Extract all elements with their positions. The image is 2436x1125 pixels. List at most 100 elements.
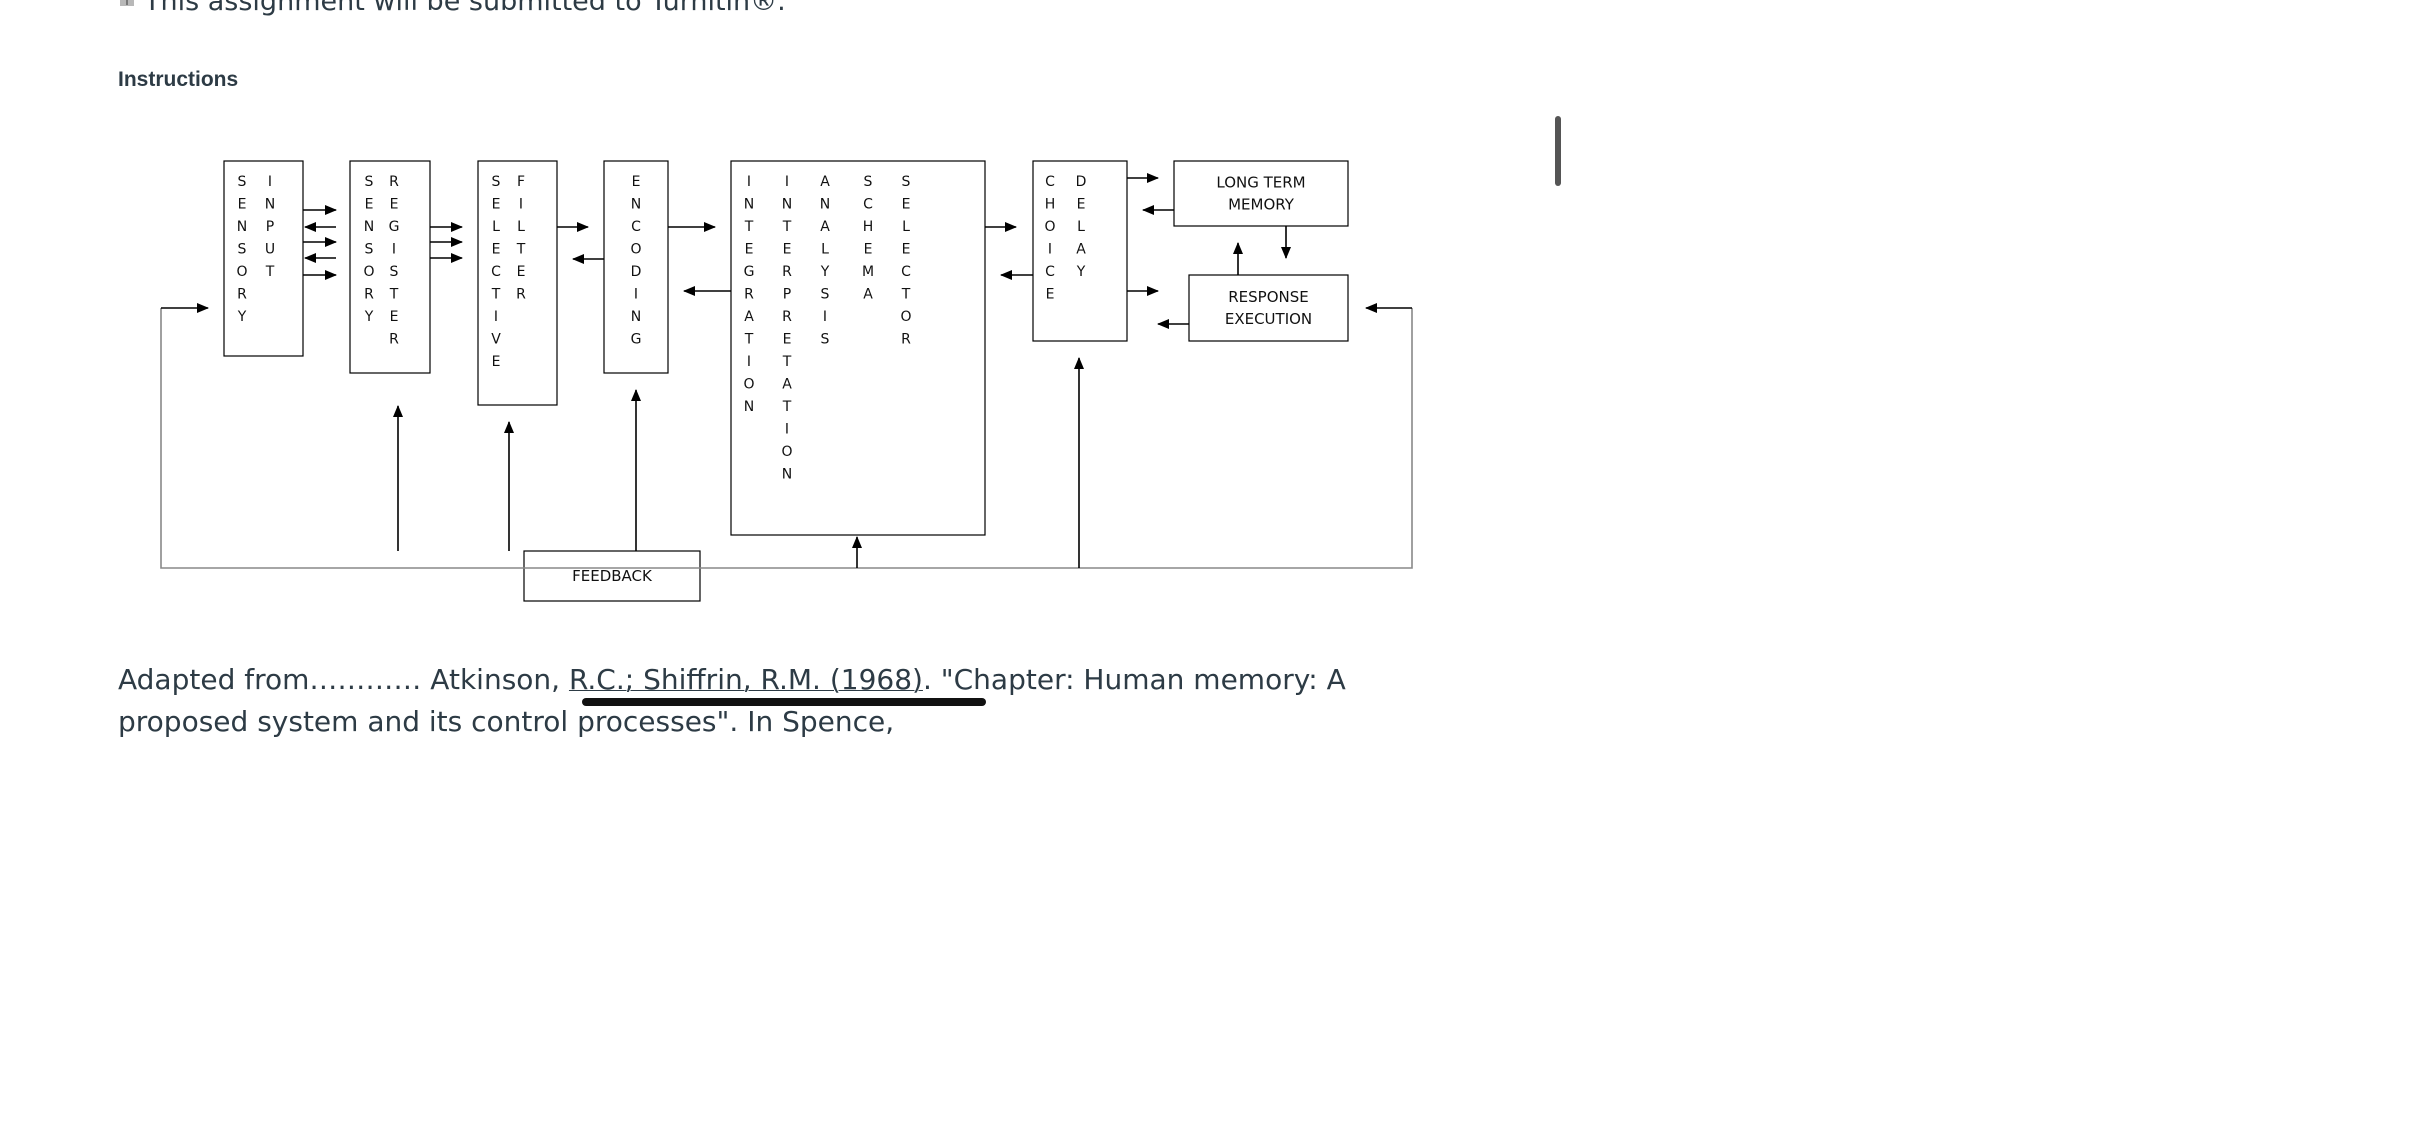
integration-letter: E: [902, 242, 911, 258]
integration-letter: T: [901, 287, 911, 303]
sensory-input-box: [223, 160, 304, 357]
selective-filter-letter: L: [517, 219, 525, 235]
encoding-letter: D: [631, 264, 642, 280]
sensory-input-letter: N: [237, 219, 247, 235]
sensory-input-letter: S: [238, 174, 247, 190]
memory-model-diagram: SENSORYINPUTSENSORYREGISTERSELECTIVEFILT…: [160, 160, 1413, 602]
integration-letter: L: [902, 219, 910, 235]
integration-letter: R: [744, 287, 754, 303]
selective-filter-letter: L: [492, 219, 500, 235]
encoding-letter: G: [631, 332, 642, 348]
sensory-input-letter: P: [266, 219, 274, 235]
integration-letter: E: [902, 197, 911, 213]
integration-letter: T: [782, 219, 792, 235]
sensory-register-letter: G: [389, 219, 400, 235]
citation-link[interactable]: R.C.; Shiffrin, R.M. (1968): [568, 663, 923, 696]
sensory-register-letter: I: [392, 242, 396, 258]
long-term-memory-label: MEMORY: [1228, 196, 1295, 214]
encoding-letter: N: [631, 197, 641, 213]
integration-letter: T: [782, 399, 792, 415]
sensory-register-letter: E: [390, 197, 399, 213]
integration-letter: S: [821, 332, 830, 348]
sensory-input-letter: T: [265, 264, 275, 280]
choice-delay-box: [1032, 160, 1128, 342]
integration-box: [730, 160, 986, 536]
feedback-label: FEEDBACK: [572, 567, 653, 585]
choice-delay-letter: O: [1044, 219, 1055, 235]
sensory-input-letter: E: [238, 197, 247, 213]
choice-delay-letter: H: [1045, 197, 1056, 213]
integration-letter: A: [820, 219, 830, 235]
selective-filter-letter: C: [491, 264, 501, 280]
selective-filter-letter: R: [516, 287, 526, 303]
choice-delay-letter: E: [1077, 197, 1086, 213]
sensory-input-letter: Y: [237, 309, 247, 325]
integration-letter: M: [862, 264, 874, 280]
long-term-memory-label: LONG TERM: [1216, 174, 1305, 192]
choice-delay-letter: A: [1076, 242, 1086, 258]
selective-filter-letter: I: [494, 309, 498, 325]
choice-delay-letter: I: [1048, 242, 1052, 258]
integration-letter: N: [744, 197, 754, 213]
integration-letter: A: [820, 174, 830, 190]
integration-letter: O: [781, 444, 792, 460]
instructions-heading: Instructions: [118, 68, 239, 91]
integration-letter: A: [744, 309, 754, 325]
integration-letter: T: [744, 219, 754, 235]
sensory-register-letter: E: [365, 197, 374, 213]
sensory-input-letter: U: [265, 242, 275, 258]
sensory-register-box: [349, 160, 431, 374]
text-highlight-bar: [582, 698, 986, 706]
integration-letter: C: [901, 264, 911, 280]
scrollbar-thumb[interactable]: [1555, 116, 1561, 186]
integration-letter: R: [901, 332, 911, 348]
integration-letter: I: [785, 174, 789, 190]
selective-filter-letter: E: [492, 354, 501, 370]
response-execution-label: RESPONSE: [1228, 288, 1309, 306]
selective-filter-letter: E: [492, 197, 501, 213]
caption-line-2: proposed system and its control processe…: [118, 705, 895, 738]
integration-letter: T: [744, 332, 754, 348]
integration-letter: H: [863, 219, 874, 235]
integration-letter: R: [782, 309, 792, 325]
integration-letter: O: [743, 377, 754, 393]
integration-letter: G: [744, 264, 755, 280]
encoding-letter: E: [632, 174, 641, 190]
integration-letter: L: [821, 242, 829, 258]
sensory-register-letter: R: [364, 287, 374, 303]
diagram-caption: Adapted from………… Atkinson, R.C.; Shiffri…: [118, 659, 1558, 743]
long-term-memory-box: [1173, 160, 1349, 227]
choice-delay-letter: C: [1045, 264, 1055, 280]
selective-filter-letter: T: [491, 287, 501, 303]
selective-filter-letter: V: [491, 332, 501, 348]
sensory-input-letter: N: [265, 197, 275, 213]
selective-filter-letter: F: [517, 174, 525, 190]
encoding-letter: N: [631, 309, 641, 325]
response-execution-label: EXECUTION: [1225, 310, 1312, 328]
sensory-input-letter: I: [268, 174, 272, 190]
encoding-letter: O: [630, 242, 641, 258]
selective-filter-letter: E: [517, 264, 526, 280]
integration-letter: E: [783, 242, 792, 258]
selective-filter-letter: T: [516, 242, 526, 258]
integration-letter: I: [785, 422, 789, 438]
integration-letter: Y: [820, 264, 830, 280]
selective-filter-letter: E: [492, 242, 501, 258]
sensory-register-letter: S: [365, 174, 374, 190]
integration-letter: S: [821, 287, 830, 303]
integration-letter: I: [823, 309, 827, 325]
encoding-box: [603, 160, 669, 374]
turnitin-notice: This assignment will be submitted to Tur…: [118, 0, 786, 17]
sensory-register-letter: S: [365, 242, 374, 258]
sensory-register-letter: N: [364, 219, 374, 235]
choice-delay-letter: E: [1046, 287, 1055, 303]
sensory-input-letter: S: [238, 242, 247, 258]
encoding-letter: I: [634, 287, 638, 303]
turnitin-icon: [120, 0, 134, 6]
sensory-register-letter: T: [389, 287, 399, 303]
integration-letter: N: [782, 467, 792, 483]
integration-letter: R: [782, 264, 792, 280]
selective-filter-letter: S: [492, 174, 501, 190]
sensory-register-letter: S: [390, 264, 399, 280]
integration-letter: O: [900, 309, 911, 325]
